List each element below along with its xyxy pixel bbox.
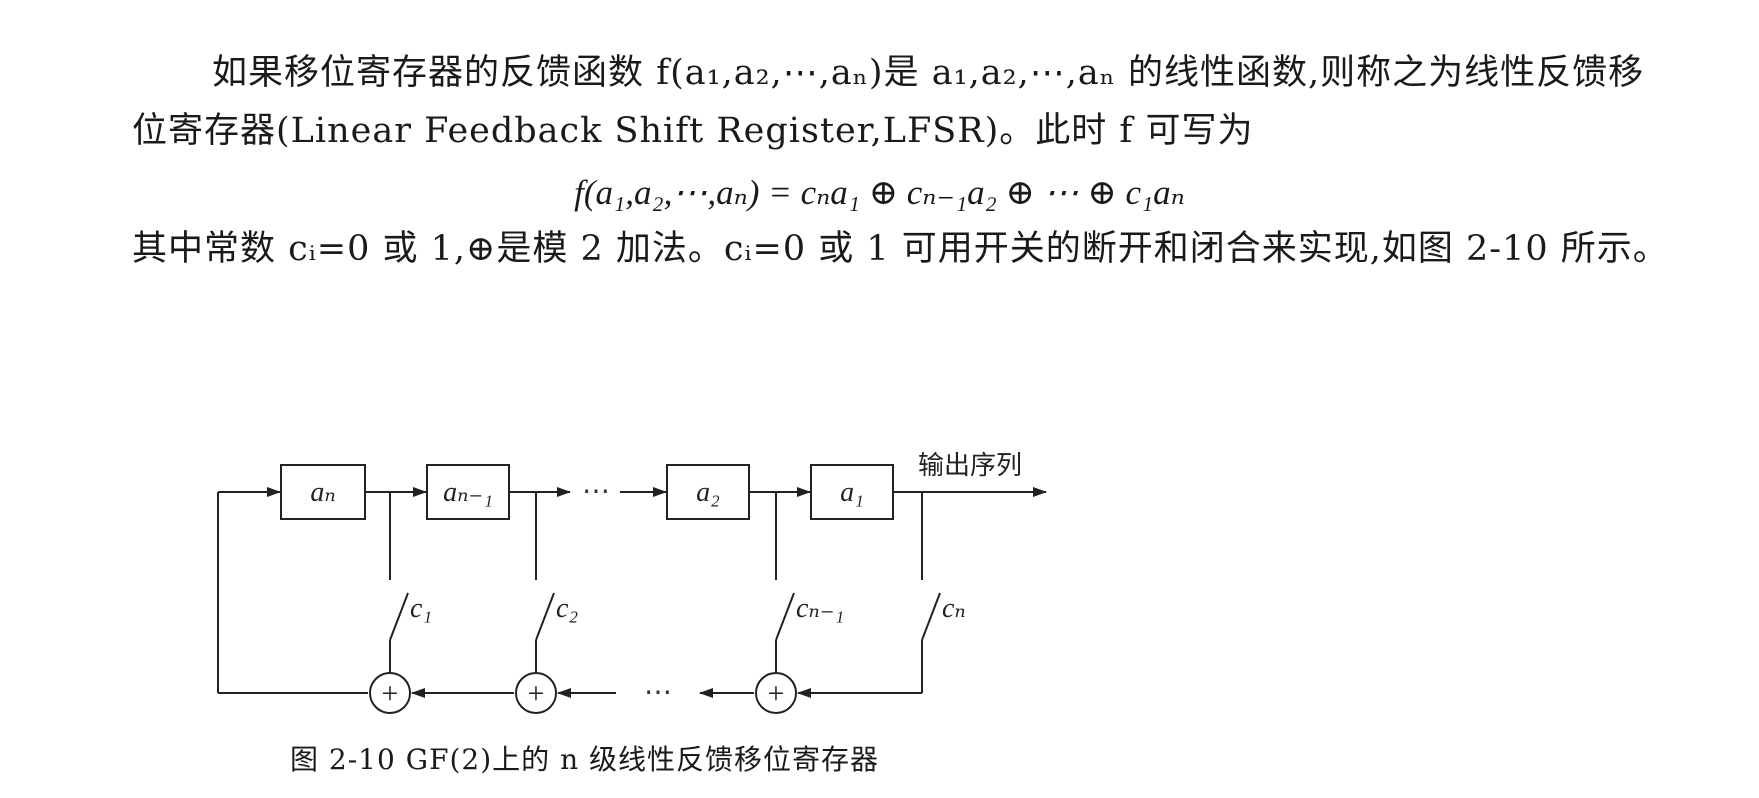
- switch-cn-1: [775, 592, 795, 641]
- ellipsis-bottom: ⋯: [644, 677, 672, 708]
- register-a2: [666, 464, 750, 520]
- switch-label-cn-1: cₙ₋₁: [796, 593, 844, 624]
- register-label-an: aₙ: [310, 477, 335, 508]
- xor-sign-1: +: [382, 677, 399, 710]
- switch-label-c1: c₁: [410, 593, 432, 624]
- xor-sign-2: +: [528, 677, 545, 710]
- xor-2: [515, 672, 557, 714]
- register-label-an-1: aₙ₋₁: [443, 477, 493, 508]
- switch-c2: [535, 592, 555, 641]
- ellipsis-top: ⋯: [582, 476, 610, 507]
- xor-3: [755, 672, 797, 714]
- xor-sign-3: +: [768, 677, 785, 710]
- switch-label-cn: cₙ: [942, 593, 966, 624]
- feedback-formula: f(a₁,a₂,⋯,aₙ) = cₙa₁ ⊕ cₙ₋₁a₂ ⊕ ⋯ ⊕ c₁aₙ: [574, 173, 1185, 212]
- register-an-1: [426, 464, 510, 520]
- figure-caption: 图 2-10 GF(2)上的 n 级线性反馈移位寄存器: [290, 743, 879, 776]
- paragraph-switch-explanation: 其中常数 cᵢ=0 或 1,⊕是模 2 加法。cᵢ=0 或 1 可用开关的断开和…: [132, 229, 1669, 269]
- paragraph-lfsr-definition: 如果移位寄存器的反馈函数 f(a₁,a₂,⋯,aₙ)是 a₁,a₂,⋯,aₙ 的…: [132, 53, 1645, 151]
- register-an: [280, 464, 366, 520]
- register-label-a2: a₂: [696, 477, 720, 508]
- output-sequence-label: 输出序列: [918, 451, 1022, 481]
- xor-1: [369, 672, 411, 714]
- register-label-a1: a₁: [840, 477, 864, 508]
- switch-label-c2: c₂: [556, 593, 578, 624]
- switch-c1: [389, 592, 409, 641]
- register-a1: [810, 464, 894, 520]
- switch-cn: [921, 592, 941, 641]
